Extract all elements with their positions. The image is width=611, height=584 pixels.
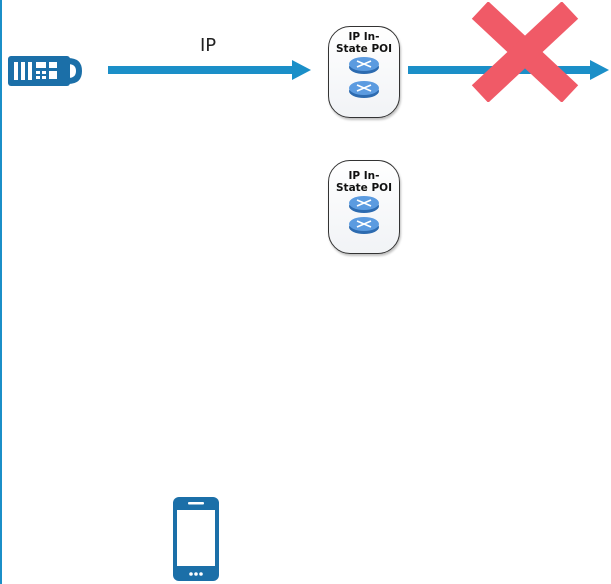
poi-label-line1: IP In- <box>348 31 380 43</box>
router-icon <box>349 81 379 98</box>
router-icon <box>349 196 379 213</box>
poi-label: IP In- State POI <box>329 170 399 194</box>
arrow-ip-to-poi <box>108 60 311 80</box>
poi-label-line1: IP In- <box>348 170 380 182</box>
desk-phone-icon <box>8 56 82 86</box>
router-icon <box>349 57 379 74</box>
poi-label-line2: State POI <box>336 182 392 194</box>
blocked-x-icon <box>471 2 579 102</box>
left-border <box>0 0 2 584</box>
poi-node: IP In- State POI <box>328 160 400 254</box>
poi-label: IP In- State POI <box>329 31 399 55</box>
mobile-phone-icon <box>173 497 219 581</box>
poi-label-line2: State POI <box>336 43 392 55</box>
poi-node: IP In- State POI <box>328 26 400 118</box>
link-label-ip: IP <box>200 35 217 56</box>
router-icon <box>349 217 379 234</box>
